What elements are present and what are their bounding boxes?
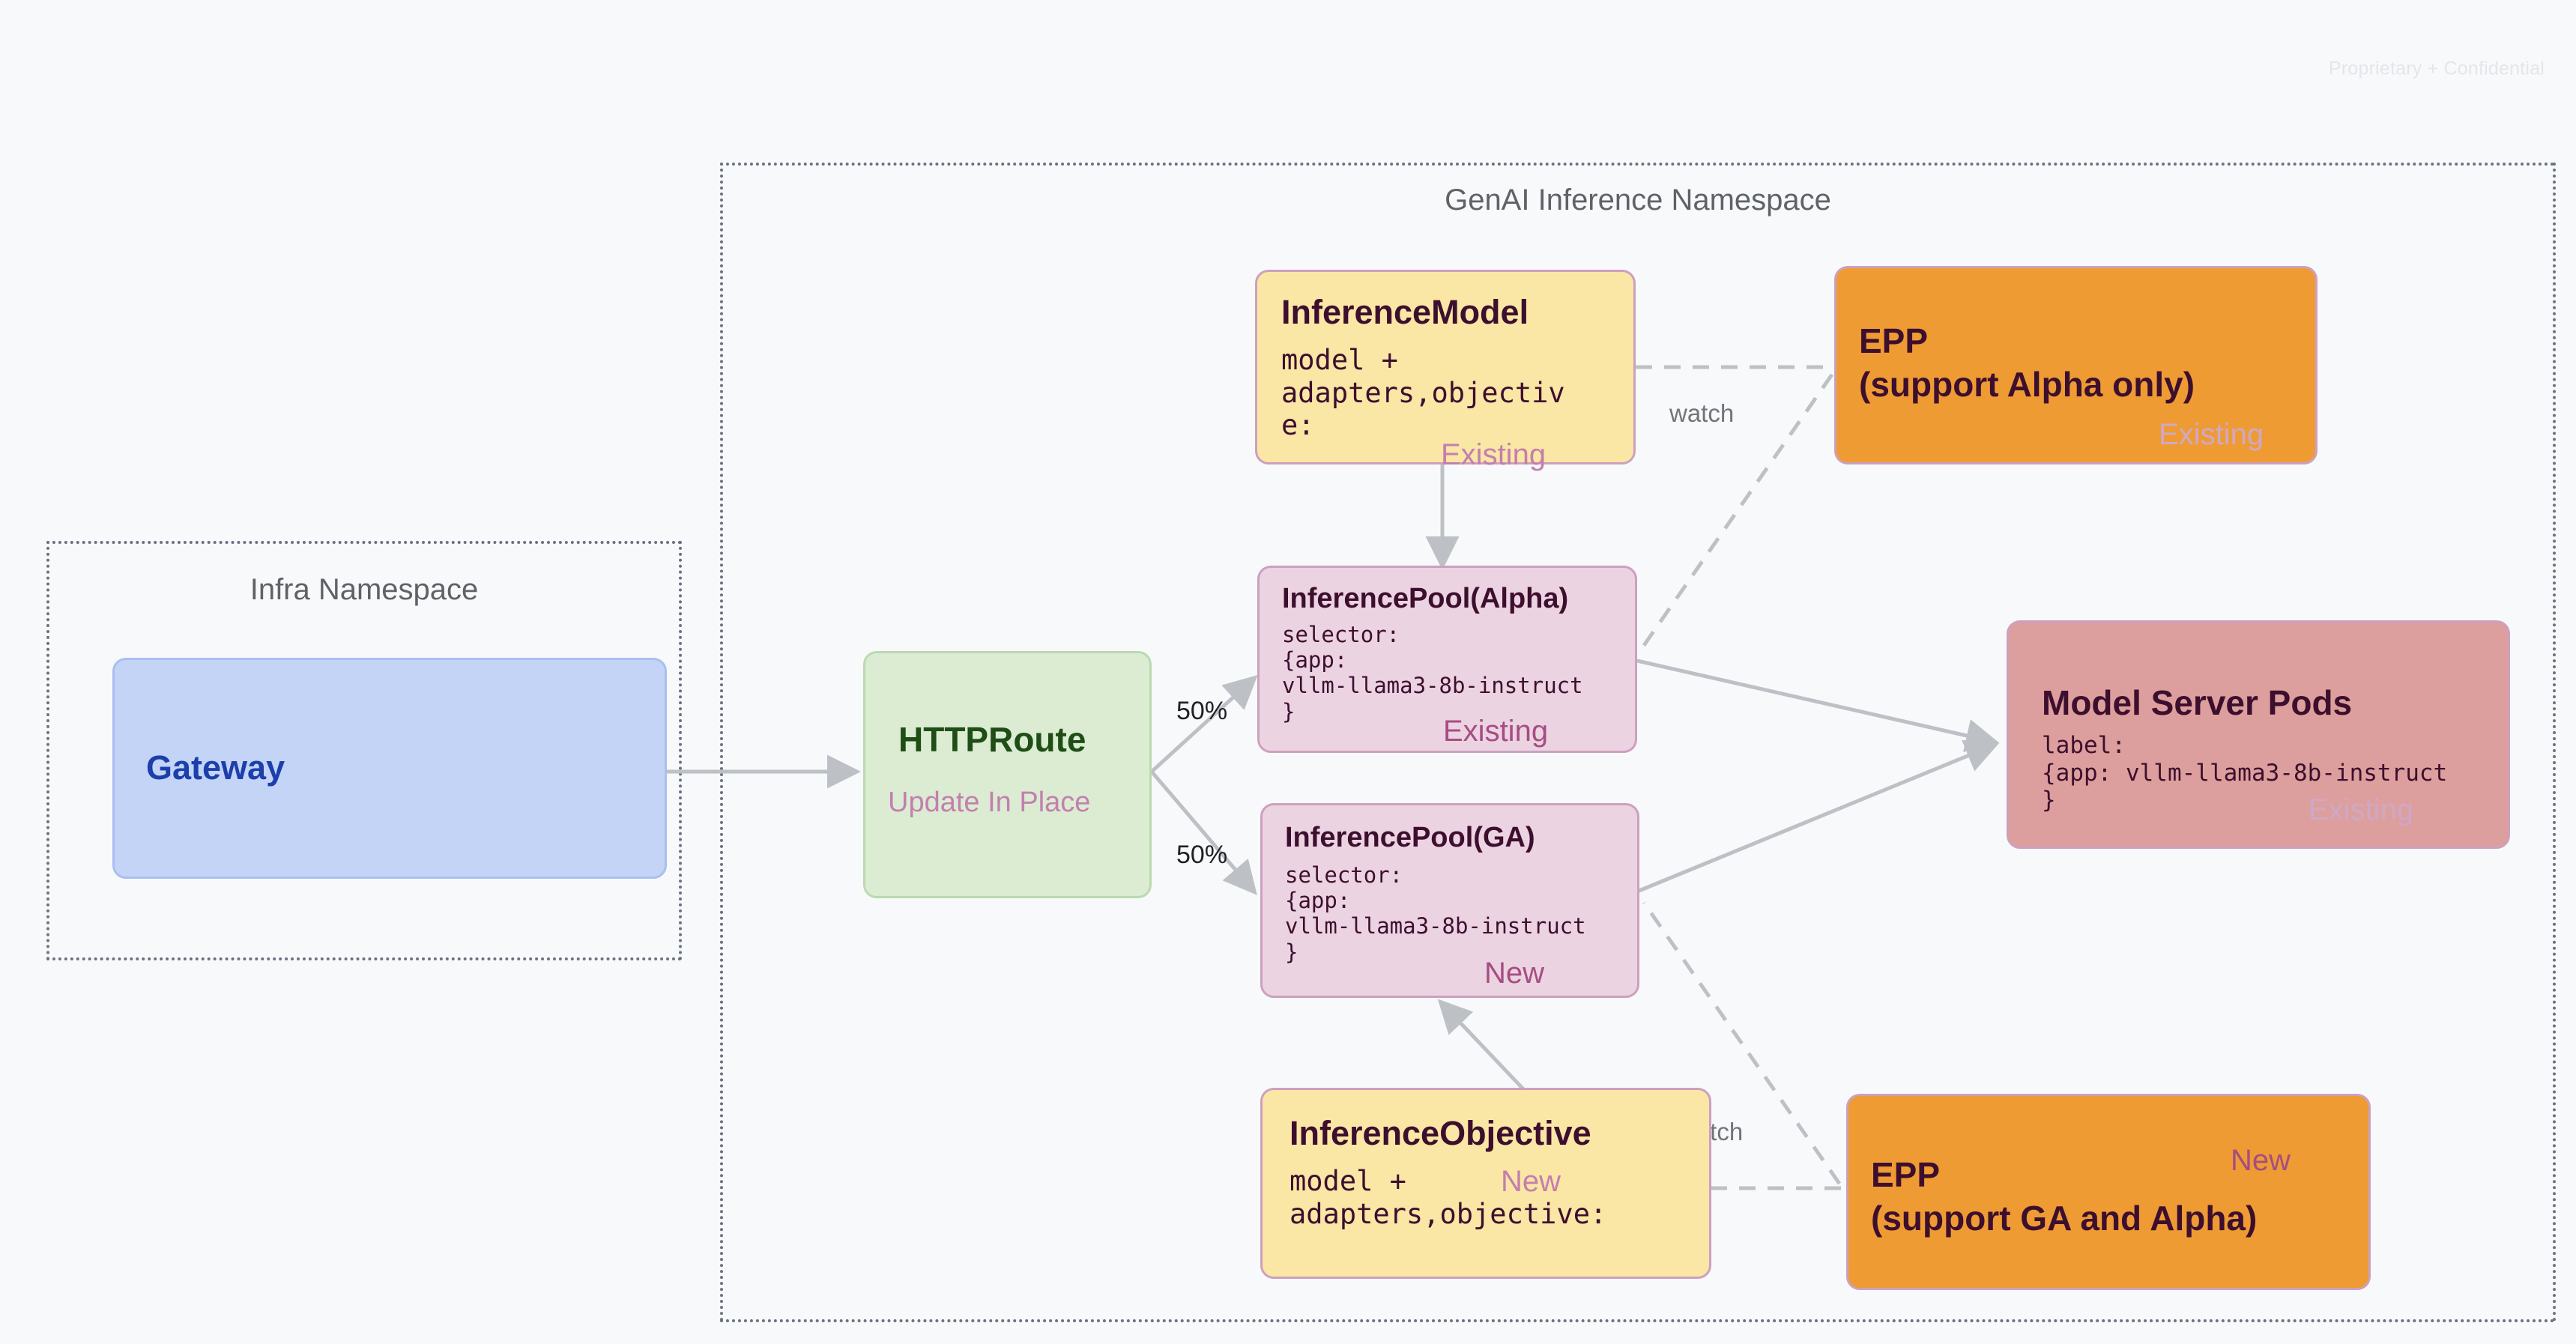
node-inference-pool-alpha[interactable]: InferencePool(Alpha) selector: {app: vll… [1257, 566, 1637, 753]
node-gateway[interactable]: Gateway [112, 658, 667, 879]
node-epp-alpha-tag: Existing [2159, 418, 2264, 451]
node-inference-pool-alpha-tag: Existing [1443, 715, 1549, 748]
node-epp-ga-title-line1: EPP [1871, 1155, 1941, 1194]
node-inference-objective[interactable]: InferenceObjective model + adapters,obje… [1260, 1088, 1711, 1279]
namespace-genai [720, 163, 2556, 1322]
node-epp-alpha-title-line2: (support Alpha only) [1859, 365, 2195, 404]
namespace-infra [46, 541, 682, 960]
node-model-server-pods-title: Model Server Pods [2042, 683, 2353, 722]
node-httproute-title: HTTPRoute [898, 720, 1086, 759]
node-inference-objective-title: InferenceObjective [1289, 1114, 1591, 1152]
node-inference-objective-tag: New [1501, 1165, 1561, 1198]
node-inference-objective-body: model + adapters,objective: [1289, 1165, 1607, 1230]
node-inference-model-body: model + adapters,objectiv e: [1281, 344, 1565, 442]
node-epp-ga[interactable]: EPP (support GA and Alpha) New [1846, 1094, 2371, 1290]
node-inference-pool-alpha-title: InferencePool(Alpha) [1282, 583, 1569, 614]
node-inference-pool-ga-tag: New [1484, 957, 1545, 990]
node-inference-model[interactable]: InferenceModel model + adapters,objectiv… [1255, 270, 1636, 471]
node-inference-pool-ga-title: InferencePool(GA) [1285, 822, 1535, 853]
edge-label-split-bottom: 50% [1176, 841, 1228, 869]
node-inference-pool-ga[interactable]: InferencePool(GA) selector: {app: vllm-l… [1260, 803, 1639, 998]
namespace-infra-title: Infra Namespace [250, 573, 479, 606]
node-epp-alpha-title-line1: EPP [1859, 321, 1929, 360]
node-model-server-pods[interactable]: Model Server Pods label: {app: vllm-llam… [2007, 620, 2510, 849]
node-gateway-title: Gateway [146, 748, 285, 787]
node-inference-pool-ga-body: selector: {app: vllm-llama3-8b-instruct … [1285, 862, 1586, 965]
node-inference-model-title: InferenceModel [1281, 293, 1529, 331]
node-httproute-tag: Update In Place [888, 787, 1091, 818]
namespace-genai-title: GenAI Inference Namespace [1445, 184, 1831, 217]
node-epp-ga-title-line2: (support GA and Alpha) [1871, 1199, 2258, 1238]
node-inference-model-tag: Existing [1441, 438, 1546, 471]
node-epp-ga-tag: New [2231, 1144, 2291, 1177]
node-httproute[interactable]: HTTPRoute Update In Place [863, 651, 1152, 898]
confidentiality-watermark: Proprietary + Confidential [2329, 58, 2545, 79]
node-epp-alpha[interactable]: EPP (support Alpha only) Existing [1834, 266, 2318, 464]
edge-label-split-top: 50% [1176, 697, 1228, 725]
node-model-server-pods-tag: Existing [2309, 793, 2414, 826]
node-model-server-pods-body: label: {app: vllm-llama3-8b-instruct } [2042, 732, 2448, 814]
edge-label-watch-top: watch [1669, 399, 1735, 427]
node-inference-pool-alpha-body: selector: {app: vllm-llama3-8b-instruct … [1282, 622, 1583, 724]
